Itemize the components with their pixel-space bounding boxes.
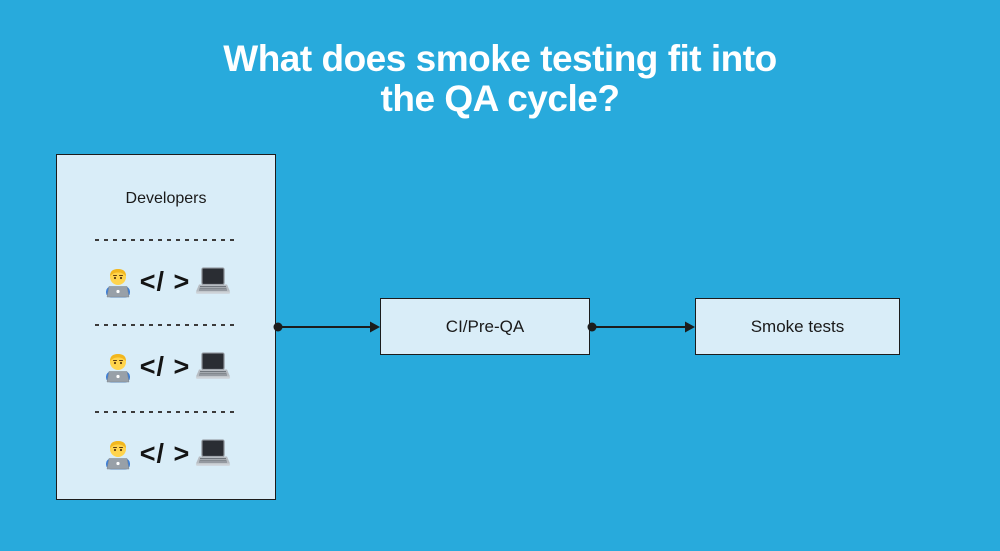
ci-pre-qa-label: CI/Pre-QA xyxy=(445,316,525,336)
developer-row: </ > xyxy=(57,267,275,298)
smoke-tests-label: Smoke tests xyxy=(750,316,845,336)
page-title-line1: What does smoke testing fit into xyxy=(223,38,777,79)
code-symbol-text: </ > xyxy=(139,438,191,469)
dashed-divider xyxy=(95,411,237,413)
developer-row: </ > xyxy=(57,352,275,383)
arrow-ci-to-smoke xyxy=(587,321,695,333)
developers-box: Developers </ > xyxy=(56,154,276,500)
code-symbol-text: </ > xyxy=(139,351,191,382)
man-technologist-icon xyxy=(101,352,135,382)
man-technologist-icon xyxy=(101,439,135,469)
developers-box-label: Developers xyxy=(125,190,207,207)
page-title: What does smoke testing fit into the QA … xyxy=(0,39,1000,119)
smoke-tests-box: Smoke tests xyxy=(695,298,900,355)
ci-pre-qa-box: CI/Pre-QA xyxy=(380,298,590,355)
laptop-icon xyxy=(195,439,231,469)
page-title-line2: the QA cycle? xyxy=(380,78,620,119)
laptop-icon xyxy=(195,352,231,382)
arrow-developers-to-ci xyxy=(273,321,380,333)
man-technologist-icon xyxy=(101,267,135,297)
laptop-icon xyxy=(195,267,231,297)
developer-row: </ > xyxy=(57,439,275,470)
code-symbol-text: </ > xyxy=(139,266,191,297)
dashed-divider xyxy=(95,324,237,326)
dashed-divider xyxy=(95,239,237,241)
